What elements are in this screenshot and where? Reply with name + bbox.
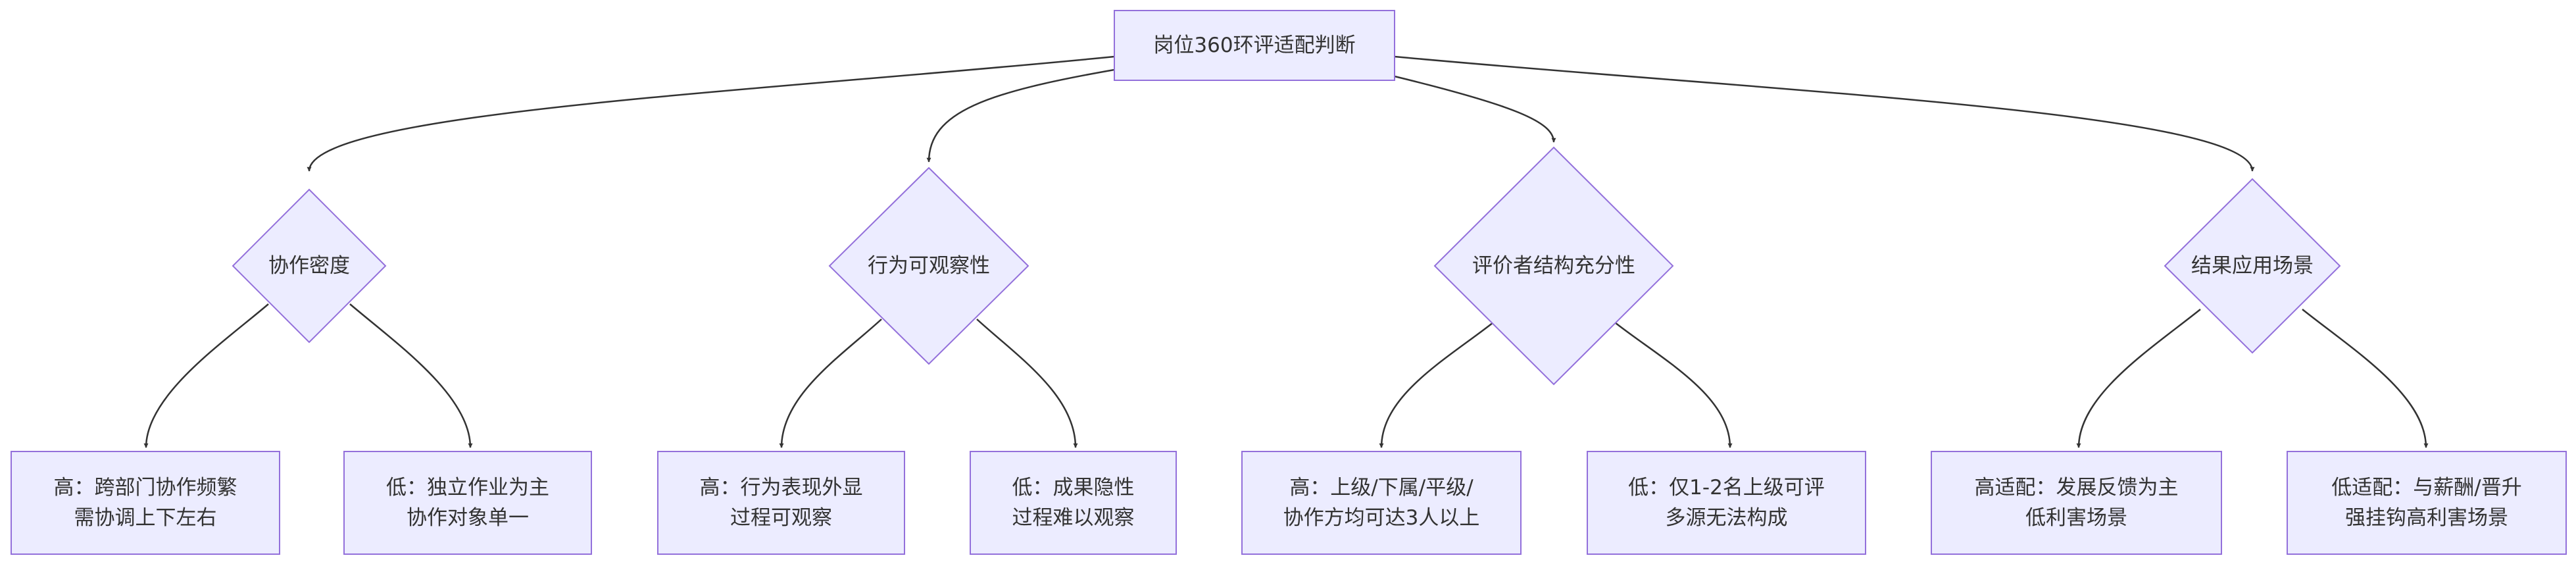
edge-root-to-observe [926,68,1115,163]
outcome-line: 高适配：发展反馈为主 [1974,476,2179,500]
edge-root-to-collab [307,55,1115,172]
outcome-text-rater-high: 高：上级/下属/平级/协作方均可达3人以上 [1242,451,1521,554]
edge-rater-to-low [1614,322,1733,448]
outcome-box-collab-high [11,451,280,555]
outcome-line: 低：独立作业为主 [386,476,549,500]
outcome-line: 强挂钩高利害场景 [2344,506,2508,530]
edge-usage-to-low [2302,309,2429,448]
edge-usage-to-high [2076,309,2201,448]
outcome-line: 低：仅1-2名上级可评 [1628,476,1825,500]
outcome-box-observe-low [970,451,1177,555]
outcome-line: 协作对象单一 [407,506,529,530]
edge-observe-to-low [976,319,1078,448]
root-node [1114,10,1395,81]
outcome-box-usage-high [1931,451,2222,555]
outcome-text-usage-low: 低适配：与薪酬/晋升强挂钩高利害场景 [2287,451,2566,554]
diamond-label-rater-sufficiency: 评价者结构充分性 [1435,244,1673,288]
outcome-line: 过程可观察 [730,506,832,530]
edge-observe-to-high [779,319,882,448]
outcome-line: 高：跨部门协作频繁 [53,476,237,500]
outcome-text-observe-low: 低：成果隐性过程难以观察 [970,451,1176,554]
root-title: 岗位360环评适配判断 [1153,34,1356,57]
outcome-text-collab-low: 低：独立作业为主协作对象单一 [344,451,591,554]
edge-root-to-usage [1394,55,2255,172]
edge-rater-to-high [1379,322,1494,448]
outcome-line: 需协调上下左右 [74,506,217,530]
outcome-box-rater-high [1241,451,1522,555]
outcome-text-usage-high: 高适配：发展反馈为主低利害场景 [1931,451,2221,554]
outcome-line: 高：上级/下属/平级/ [1289,476,1474,500]
outcome-text-collab-high: 高：跨部门协作频繁需协调上下左右 [11,451,280,554]
diamond-behavior-observability [828,167,1029,365]
outcome-line: 低利害场景 [2025,506,2127,530]
dimension-label: 行为可观察性 [868,254,990,278]
outcome-line: 高：行为表现外显 [699,476,863,500]
outcome-text-rater-low: 低：仅1-2名上级可评多源无法构成 [1587,451,1866,554]
outcome-box-usage-low [2287,451,2567,555]
outcome-box-rater-low [1587,451,1866,555]
outcome-line: 过程难以观察 [1012,506,1135,530]
dimension-label: 结果应用场景 [2191,254,2314,278]
dimension-label: 评价者结构充分性 [1472,254,1635,278]
outcome-line: 多源无法构成 [1665,506,1788,530]
diamond-result-usage [2164,178,2341,354]
edge-collab-to-high [143,303,269,448]
dimension-label: 协作密度 [268,254,350,278]
edge-collab-to-low [349,303,473,448]
outcome-line: 协作方均可达3人以上 [1283,506,1480,530]
diamond-label-collaboration-density: 协作密度 [233,244,385,288]
diamond-rater-sufficiency [1433,146,1674,386]
outcome-line: 低：成果隐性 [1012,476,1135,500]
root-node-label: 岗位360环评适配判断 [1114,11,1395,80]
outcome-text-observe-high: 高：行为表现外显过程可观察 [658,451,904,554]
diamond-collaboration-density [232,188,387,344]
outcome-box-observe-high [657,451,905,555]
outcome-box-collab-low [343,451,592,555]
diamond-label-behavior-observability: 行为可观察性 [830,244,1028,288]
edge-root-to-rater [1394,75,1556,143]
diamond-label-result-usage: 结果应用场景 [2165,244,2340,288]
outcome-line: 低适配：与薪酬/晋升 [2331,476,2522,500]
